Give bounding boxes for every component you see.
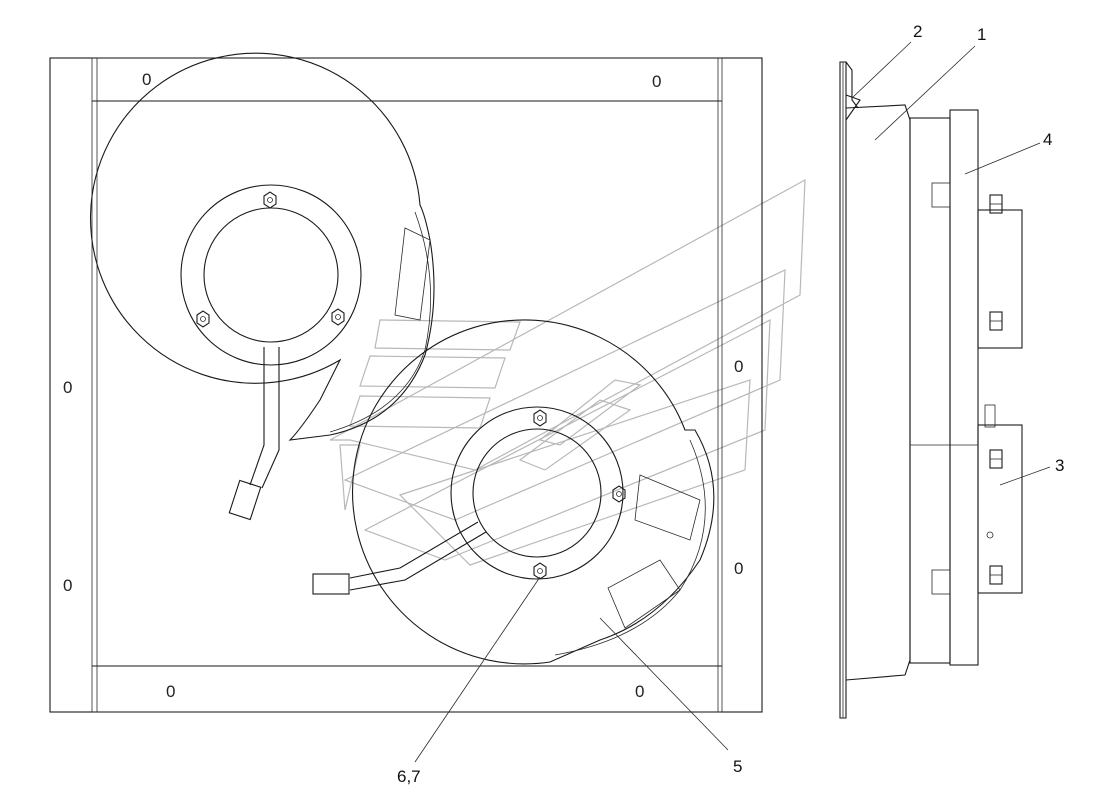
side-motor-flange	[909, 117, 951, 664]
lower-fan-connector	[312, 573, 350, 595]
side-plate-4	[949, 109, 979, 666]
side-bolt	[989, 311, 1003, 331]
watermark-logo	[329, 178, 806, 566]
hole-mark: 0	[734, 559, 743, 578]
hole-mark: 0	[635, 682, 644, 701]
plate-inner-border	[91, 57, 723, 713]
hole-mark: 0	[63, 576, 72, 595]
upper-fan-connector	[228, 479, 262, 521]
callout-1: 1	[977, 25, 986, 44]
side-motor-box-upper	[977, 209, 1023, 349]
upper-fan-inlet	[203, 207, 339, 343]
lower-fan-nut-bottom	[533, 562, 547, 580]
fan-housing-lower	[312, 319, 715, 665]
side-view	[839, 61, 1023, 719]
callout-4: 4	[1043, 130, 1052, 149]
lower-fan-flange	[450, 406, 624, 580]
callout-6-7: 6,7	[397, 767, 421, 786]
hole-mark: 0	[142, 70, 151, 89]
side-housing	[845, 104, 911, 681]
callout-5: 5	[733, 757, 742, 776]
hole-mark: 0	[63, 378, 72, 397]
upper-fan-nut-left	[196, 310, 210, 328]
hole-mark: 0	[652, 72, 661, 91]
lower-fan-cable	[349, 521, 487, 591]
front-view: 0 0 0 0 0 0 0 0	[49, 52, 763, 713]
lower-fan-nut-top	[533, 409, 547, 427]
side-motor-box-lower	[977, 424, 1023, 594]
side-clip	[845, 61, 861, 121]
side-bolt	[989, 194, 1003, 214]
upper-fan-cable	[249, 347, 280, 489]
fan-housing-upper	[90, 52, 435, 521]
callout-3: 3	[1055, 456, 1064, 475]
leader-lines	[414, 41, 1051, 763]
side-plate	[839, 61, 847, 719]
side-bolt	[989, 449, 1003, 469]
callout-2: 2	[913, 22, 922, 41]
upper-fan-nut-right	[331, 308, 345, 326]
upper-fan-nut-top	[263, 191, 277, 209]
upper-fan-flange	[180, 184, 362, 366]
side-bolt	[989, 565, 1003, 585]
lower-fan-inlet	[472, 428, 602, 558]
lower-fan-nut-right	[612, 485, 626, 503]
hole-mark: 0	[734, 357, 743, 376]
hole-mark: 0	[166, 682, 175, 701]
